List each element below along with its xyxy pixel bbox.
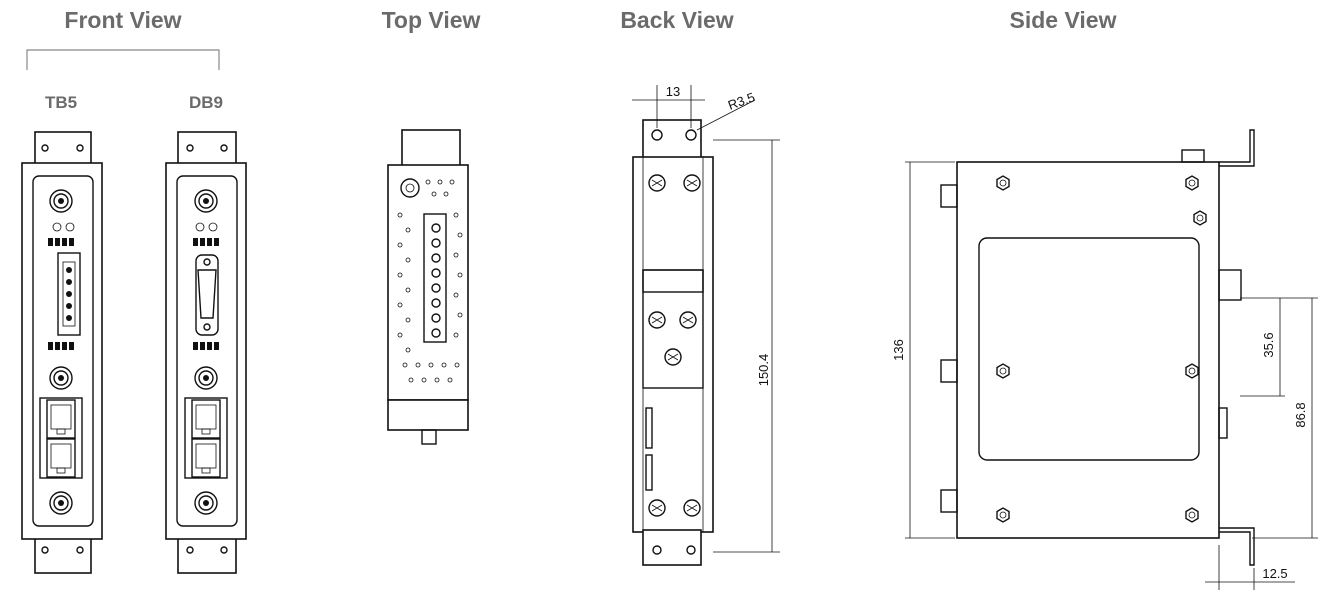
- side-view-title: Side View: [1010, 7, 1117, 33]
- dim-side-height: 136: [891, 339, 906, 361]
- back-view-device: [632, 85, 780, 566]
- dim-depth-offset: 12.5: [1262, 566, 1287, 581]
- top-view-title: Top View: [382, 7, 481, 33]
- tb5-label: TB5: [45, 93, 77, 112]
- dim-rail-width: 35.6: [1261, 332, 1276, 357]
- front-view-title: Front View: [64, 7, 181, 33]
- dim-radius: R3.5: [726, 89, 757, 112]
- dim-rail-offset: 86.8: [1293, 402, 1308, 427]
- dim-back-height: 150.4: [756, 354, 771, 387]
- top-view-device: [387, 129, 469, 445]
- side-view-device: [905, 129, 1318, 590]
- db9-label: DB9: [189, 93, 223, 112]
- back-view-title: Back View: [620, 7, 733, 33]
- front-view-bracket: [26, 49, 220, 70]
- front-view-db9-device: [165, 131, 247, 574]
- front-view-tb5-device: [21, 131, 103, 574]
- dim-hole-spacing: 13: [666, 84, 680, 99]
